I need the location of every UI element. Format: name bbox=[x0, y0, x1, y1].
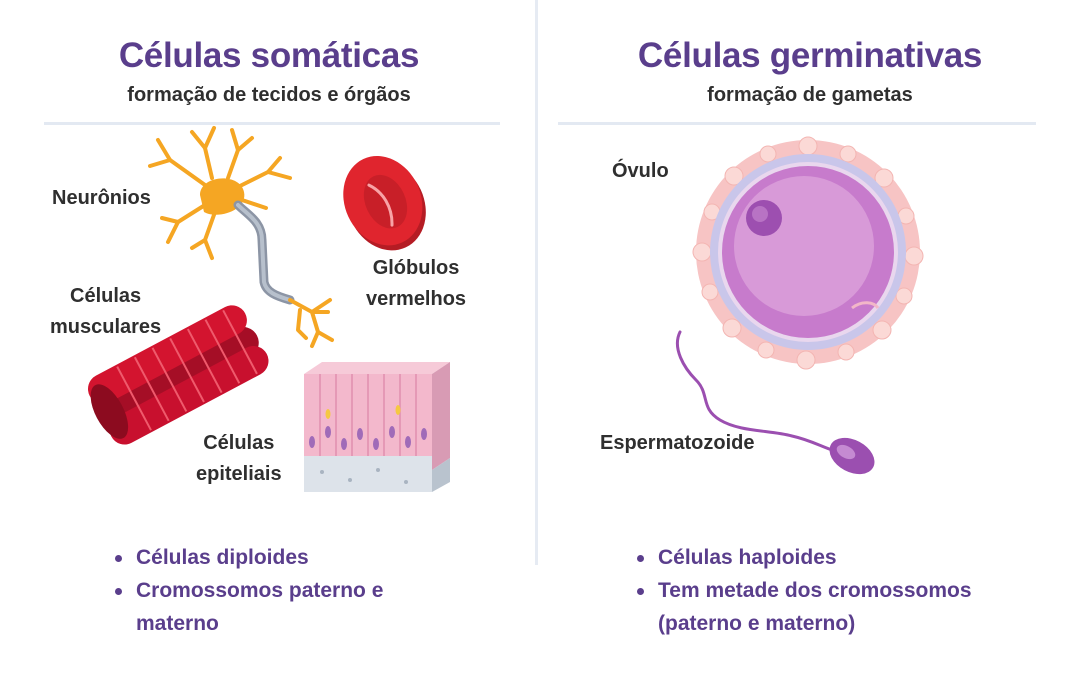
somatic-title: Células somáticas bbox=[118, 36, 420, 75]
germ-header-divider bbox=[558, 122, 1036, 125]
somatic-subtitle: formação de tecidos e órgãos bbox=[127, 84, 411, 106]
list-item: Células diploides bbox=[112, 541, 383, 574]
red-blood-cell-illustration bbox=[343, 156, 426, 251]
list-item: materno bbox=[136, 612, 219, 635]
list-item: Cromossomos paterno e bbox=[112, 574, 383, 607]
list-item: (paterno e materno) bbox=[658, 612, 856, 635]
muscle-cells-illustration bbox=[87, 305, 269, 445]
list-item: Tem metade dos cromossomos bbox=[634, 574, 972, 607]
germ-title: Células germinativas bbox=[637, 36, 983, 75]
red-blood-cells-label: Glóbulos vermelhos bbox=[366, 257, 467, 310]
list-item: Células haploides bbox=[634, 541, 972, 574]
sperm-label: Espermatozoide bbox=[600, 432, 755, 454]
neuron-illustration bbox=[148, 126, 334, 348]
ovum-illustration bbox=[692, 136, 924, 370]
germ-bullet-list: Células haploides Tem metade dos cromoss… bbox=[634, 541, 972, 640]
vertical-divider bbox=[535, 0, 538, 565]
muscle-cells-label: Células musculares bbox=[50, 285, 162, 338]
ovum-label: Óvulo bbox=[612, 160, 669, 182]
somatic-cells-panel: Células somáticas formação de tecidos e … bbox=[0, 0, 538, 677]
epithelial-cells-label: Células epiteliais bbox=[196, 432, 282, 485]
neurons-label: Neurônios bbox=[52, 187, 151, 209]
epithelial-cells-illustration bbox=[304, 362, 450, 492]
somatic-header-divider bbox=[44, 122, 500, 125]
somatic-bullet-list: Células diploides Cromossomos paterno e … bbox=[112, 541, 383, 640]
germ-subtitle: formação de gametas bbox=[707, 84, 913, 106]
sperm-illustration bbox=[675, 330, 875, 475]
germ-cells-panel: Células germinativas formação de gametas… bbox=[540, 0, 1080, 677]
